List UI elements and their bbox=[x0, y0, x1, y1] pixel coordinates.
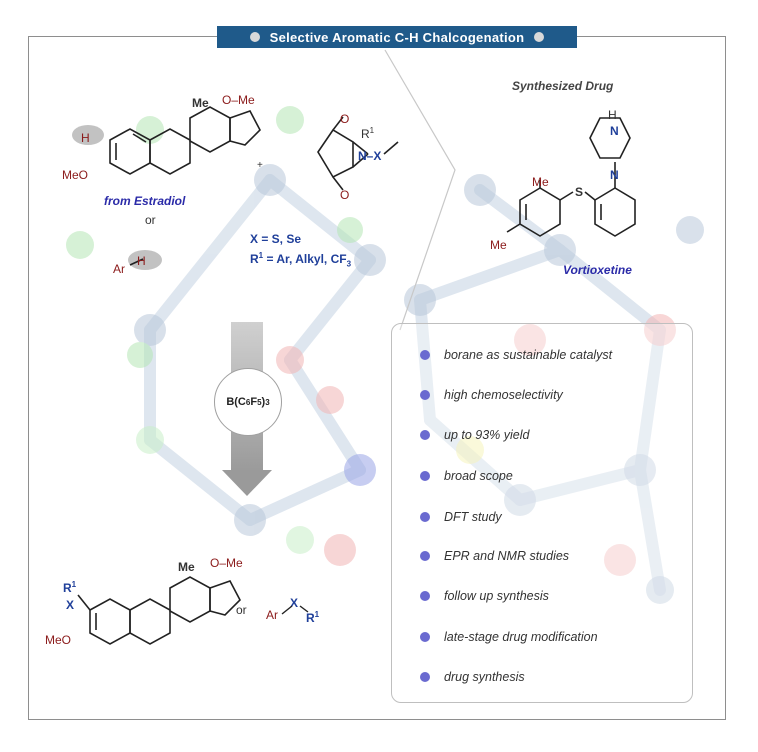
feature-text: up to 93% yield bbox=[444, 428, 530, 442]
r1-def-rest: = Ar, Alkyl, CF bbox=[263, 252, 347, 266]
feature-text: high chemoselectivity bbox=[444, 388, 563, 402]
product-r: R bbox=[63, 581, 72, 595]
feature-text: drug synthesis bbox=[444, 670, 525, 684]
or-label-bottom: or bbox=[236, 603, 247, 617]
bullet-icon bbox=[420, 551, 430, 561]
cat-f: F bbox=[250, 396, 258, 408]
o-label-bottom-reagent: O bbox=[340, 188, 350, 202]
vortioxetine-n-bottom: N bbox=[610, 168, 619, 182]
product-ar-label: Ar bbox=[266, 608, 278, 622]
cat-s1: 6 bbox=[245, 397, 251, 407]
feature-item: borane as sustainable catalyst bbox=[420, 348, 612, 362]
product-r1-sup: 1 bbox=[71, 580, 77, 589]
bullet-icon bbox=[420, 471, 430, 481]
product-me-label: Me bbox=[178, 560, 195, 574]
feature-item: high chemoselectivity bbox=[420, 388, 563, 402]
synthesized-drug-label: Synthesized Drug bbox=[512, 79, 614, 93]
plus-sign: + bbox=[257, 160, 263, 171]
vortioxetine-s-label: S bbox=[575, 185, 584, 199]
r-label-reagent: R bbox=[361, 127, 370, 141]
h-atom-estradiol: H bbox=[81, 131, 90, 145]
feature-item: follow up synthesis bbox=[420, 589, 549, 603]
reaction-arrow-head bbox=[222, 470, 272, 496]
r1-def-r: R bbox=[250, 252, 259, 266]
succinimide-reagent-structure bbox=[317, 116, 399, 191]
product-ar-r: R bbox=[306, 611, 315, 625]
product-r1-label: R1 bbox=[63, 580, 76, 595]
x-definition: X = S, Se bbox=[250, 232, 302, 246]
product-estradiol-structure bbox=[77, 576, 241, 645]
cat-s2: 5 bbox=[257, 397, 262, 407]
bullet-icon bbox=[420, 390, 430, 400]
feature-text: EPR and NMR studies bbox=[444, 549, 570, 563]
feature-item: DFT study bbox=[420, 510, 502, 524]
vortioxetine-me-bottom: Me bbox=[490, 238, 507, 252]
feature-item: late-stage drug modification bbox=[420, 630, 598, 644]
feature-text: late-stage drug modification bbox=[444, 630, 598, 644]
product-ar-x-bonds bbox=[281, 605, 309, 615]
bullet-icon bbox=[420, 430, 430, 440]
vortioxetine-h-label: H bbox=[608, 108, 617, 122]
cat-end: ) bbox=[261, 396, 266, 408]
r1-sup-reagent: 1 bbox=[369, 126, 375, 135]
bullet-icon bbox=[420, 350, 430, 360]
feature-item: broad scope bbox=[420, 469, 513, 483]
ome-label-estradiol: O–Me bbox=[222, 93, 255, 107]
bullet-icon bbox=[420, 632, 430, 642]
ar-label-substrate: Ar bbox=[113, 262, 125, 276]
title-text: Selective Aromatic C-H Chalcogenation bbox=[269, 29, 525, 45]
bullet-icon bbox=[420, 672, 430, 682]
bullet-icon bbox=[420, 591, 430, 601]
r1-label-reagent: R1 bbox=[361, 126, 374, 141]
title-dot-right-icon bbox=[534, 32, 545, 42]
n-x-label: N–X bbox=[358, 149, 382, 163]
vortioxetine-n-top: N bbox=[610, 124, 619, 138]
from-estradiol-label: from Estradiol bbox=[104, 194, 186, 208]
product-x-label: X bbox=[66, 598, 75, 612]
feature-text: broad scope bbox=[444, 469, 513, 483]
r1-def-sup: 1 bbox=[258, 251, 264, 260]
cat-b: B(C bbox=[226, 396, 246, 408]
meo-label-estradiol: MeO bbox=[62, 168, 89, 182]
o-label-top-reagent: O bbox=[340, 112, 350, 126]
estradiol-substrate-structure bbox=[72, 106, 261, 175]
or-label-top: or bbox=[145, 213, 156, 227]
product-ome-label: O–Me bbox=[210, 556, 243, 570]
product-ar-r1-sup: 1 bbox=[314, 610, 320, 619]
product-meo-label: MeO bbox=[45, 633, 72, 647]
cat-s3: 3 bbox=[265, 397, 270, 407]
feature-text: DFT study bbox=[444, 510, 502, 524]
h-atom-ar: H bbox=[137, 254, 146, 268]
title-dot-left-icon bbox=[249, 32, 260, 42]
feature-item: drug synthesis bbox=[420, 670, 525, 684]
bullet-icon bbox=[420, 512, 430, 522]
feature-text: borane as sustainable catalyst bbox=[444, 348, 613, 362]
ar-h-substrate-shape bbox=[128, 250, 162, 270]
feature-text: follow up synthesis bbox=[444, 589, 549, 603]
vortioxetine-structure bbox=[506, 117, 636, 237]
product-ar-x-label: X bbox=[290, 596, 299, 610]
feature-item: up to 93% yield bbox=[420, 428, 529, 442]
r1-def-sub: 3 bbox=[346, 259, 352, 269]
feature-item: EPR and NMR studies bbox=[420, 549, 569, 563]
vortioxetine-me-top: Me bbox=[532, 175, 549, 189]
title-bar: Selective Aromatic C-H Chalcogenation bbox=[217, 26, 577, 48]
me-label-estradiol: Me bbox=[192, 96, 209, 110]
product-ar-r1-label: R1 bbox=[306, 610, 319, 625]
features-panel: borane as sustainable catalyst high chem… bbox=[391, 323, 693, 703]
r1-definition: R1 = Ar, Alkyl, CF3 bbox=[250, 251, 351, 268]
vortioxetine-name: Vortioxetine bbox=[563, 263, 632, 277]
